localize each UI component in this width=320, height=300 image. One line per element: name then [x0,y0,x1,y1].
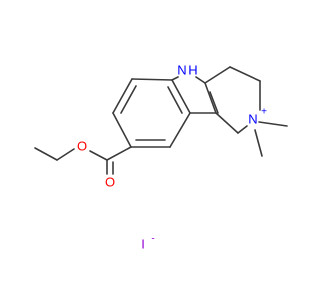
atom-o-carbonyl: O [105,175,115,190]
charge-minus: - [151,234,154,245]
ester-bond [89,150,108,161]
piperidinium-ring [204,66,261,134]
atom-n-quaternary: N [248,112,257,127]
charge-plus: + [261,107,267,118]
bond [171,76,179,81]
ethyl-bond [34,147,58,161]
molecule-canvas: N H N + O O I - [34,62,288,252]
atom-h-indole: H [188,63,197,78]
bond [195,76,206,84]
atom-o-ester: O [77,139,87,154]
ethyl-bond [56,148,75,161]
methyl-bond [258,121,288,127]
bond [237,125,248,134]
bond [204,66,231,84]
double-bond-inner [167,86,183,114]
bond [106,146,132,161]
ethyl-ester [34,146,132,175]
counter-ion-iodide: I [141,237,145,252]
pyrrole-ring [171,76,219,114]
atom-n-indole: N [177,63,186,78]
bond [171,79,191,114]
benzene-ring [112,78,191,148]
structure-drawing: N H N + O O I - [34,63,288,252]
methyl-bond [254,129,263,157]
bond [204,82,217,114]
double-bond-inner [120,85,137,114]
bond [131,78,173,81]
methyl-groups [254,121,288,157]
bond [229,66,261,82]
bond [112,112,132,148]
bond [112,78,133,114]
double-bond-inner [209,91,219,114]
bond [169,112,191,148]
bond [215,112,239,134]
